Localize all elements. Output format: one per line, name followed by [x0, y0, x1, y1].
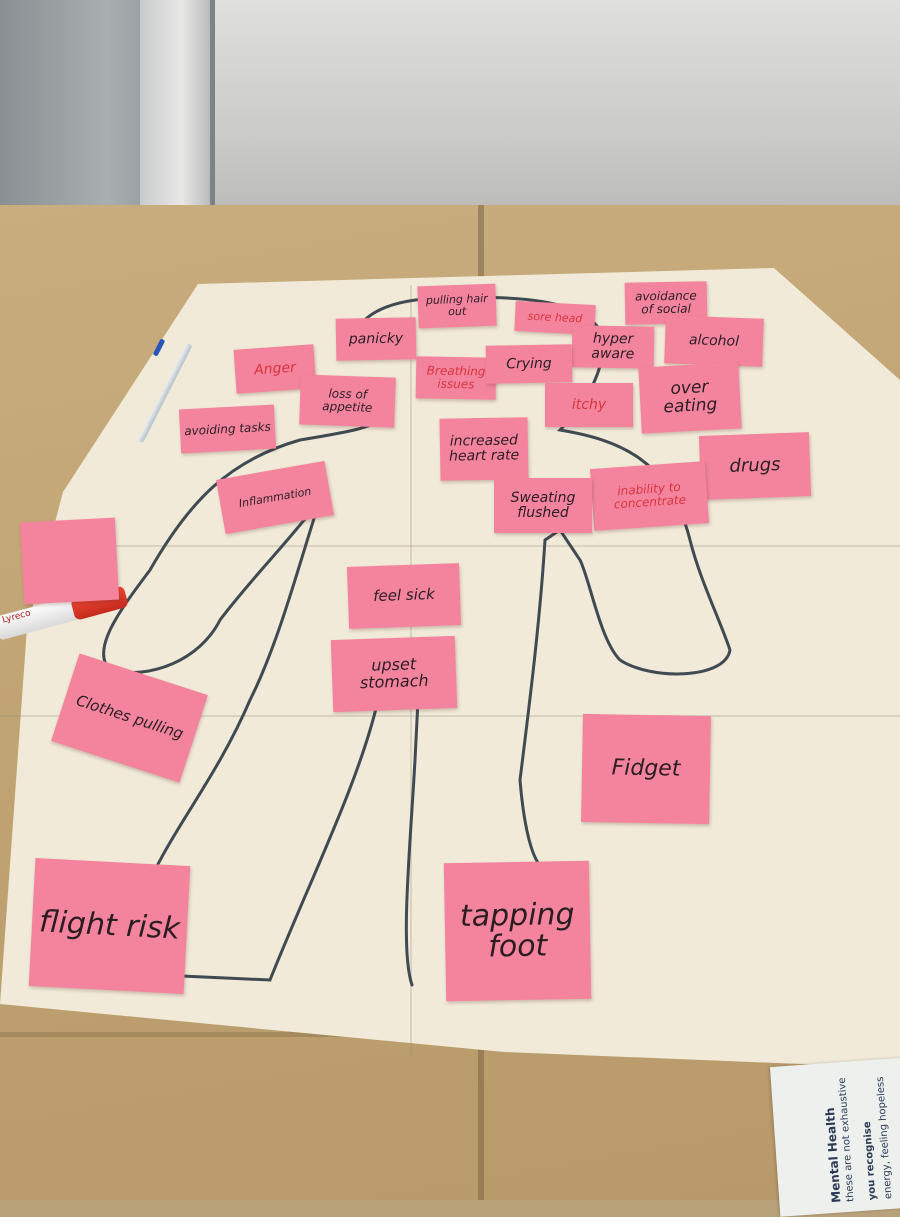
sticky-note-itchy: itchy	[545, 383, 633, 427]
sticky-note-panicky: panicky	[335, 317, 417, 361]
sticky-note-loss-of-appetite: loss of appetite	[299, 374, 396, 428]
handout-line: you recognise	[861, 1121, 879, 1201]
sticky-note-fidget: Fidget	[581, 713, 711, 825]
paper-fold	[20, 545, 900, 547]
sticky-note-drugs: drugs	[698, 432, 812, 500]
sticky-note-crying: Crying	[485, 344, 573, 384]
handout-sheet: Mental Health these are not exhaustive y…	[769, 1057, 900, 1217]
sticky-note-breathing-issues: Breathing issues	[415, 356, 497, 400]
sticky-note-sweating-flushed: Sweating flushed	[494, 478, 592, 533]
handout-line: energy, feeling hopeless	[874, 1076, 895, 1200]
sticky-note-inability-to-concentrate: inability to concentrate	[589, 461, 710, 531]
sticky-note-upset-stomach: upset stomach	[330, 635, 458, 713]
sticky-note-alcohol: alcohol	[664, 315, 764, 367]
sticky-note-blank	[19, 517, 120, 605]
paper-fold	[0, 715, 900, 717]
sticky-note-avoiding-tasks: avoiding tasks	[178, 404, 277, 454]
sticky-note-feel-sick: feel sick	[346, 563, 462, 629]
sticky-note-increased-heart-rate: increased heart rate	[439, 417, 529, 481]
sticky-note-pulling-hair-out: pulling hair out	[417, 283, 497, 329]
sticky-note-over-eating: over eating	[638, 362, 742, 434]
sticky-note-hyper-aware: hyper aware	[571, 325, 655, 369]
sticky-note-flight-risk: flight risk	[28, 858, 191, 994]
sticky-note-tapping-foot: tapping foot	[443, 860, 592, 1002]
